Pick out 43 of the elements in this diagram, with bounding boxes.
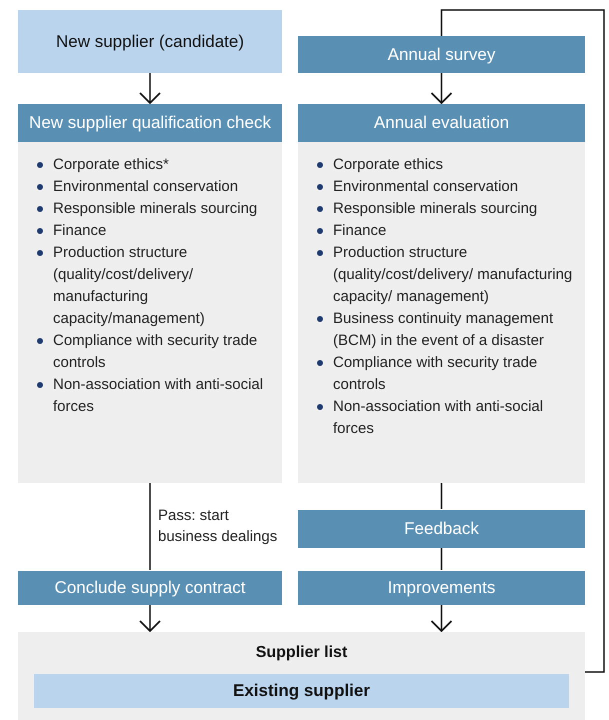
arrow <box>139 605 161 632</box>
bullet-item: Environmental conservation <box>314 176 579 198</box>
bullet-item: Environmental conservation <box>34 176 276 198</box>
criteria-panel <box>18 142 282 483</box>
process-box <box>298 36 585 73</box>
arrow <box>430 73 452 104</box>
header-band <box>18 104 282 142</box>
bullet-item: Production structure (quality/cost/delivery/ manufacturing capacity/ management) <box>314 242 579 308</box>
connector-line <box>149 483 151 570</box>
criteria-panel <box>298 142 585 483</box>
box-label: New supplier qualification check <box>29 113 271 133</box>
box-label: New supplier (candidate) <box>56 32 244 52</box>
box-label: Existing supplier <box>233 681 370 701</box>
bullet-item: Corporate ethics <box>314 154 579 176</box>
bullet-item: Compliance with security trade controls <box>314 352 579 396</box>
bullet-item: Non-association with anti-social forces <box>314 396 579 440</box>
arrow <box>139 73 161 104</box>
box-label: Annual evaluation <box>374 113 510 133</box>
bullet-item: Responsible minerals sourcing <box>314 198 579 220</box>
bullet-item: Business continuity management (BCM) in the event of a disaster <box>314 308 579 352</box>
process-box <box>18 571 282 605</box>
bullet-item: Finance <box>314 220 579 242</box>
box-label: Annual survey <box>388 44 496 64</box>
process-box <box>18 10 282 73</box>
box-label: Improvements <box>388 578 496 598</box>
connector-line <box>440 483 442 509</box>
bullet-item: Corporate ethics* <box>34 154 276 176</box>
bullet-item: Responsible minerals sourcing <box>34 198 276 220</box>
bullet-item: Compliance with security trade controls <box>34 330 276 374</box>
box-label: Conclude supply contract <box>54 578 246 598</box>
process-box <box>298 510 585 548</box>
connector-line <box>440 548 442 570</box>
process-box <box>298 571 585 605</box>
arrow <box>430 605 452 632</box>
bullet-item: Non-association with anti-social forces <box>34 374 276 418</box>
panel-heading: Supplier list <box>254 644 348 662</box>
bullet-item: Finance <box>34 220 276 242</box>
list-panel <box>18 632 585 720</box>
connector-line <box>440 9 605 673</box>
header-band <box>298 104 585 142</box>
process-box <box>34 674 569 708</box>
box-label: Feedback <box>404 519 479 539</box>
bullet-item: Production structure (quality/cost/delivery/ manufacturing capacity/management) <box>34 242 276 330</box>
